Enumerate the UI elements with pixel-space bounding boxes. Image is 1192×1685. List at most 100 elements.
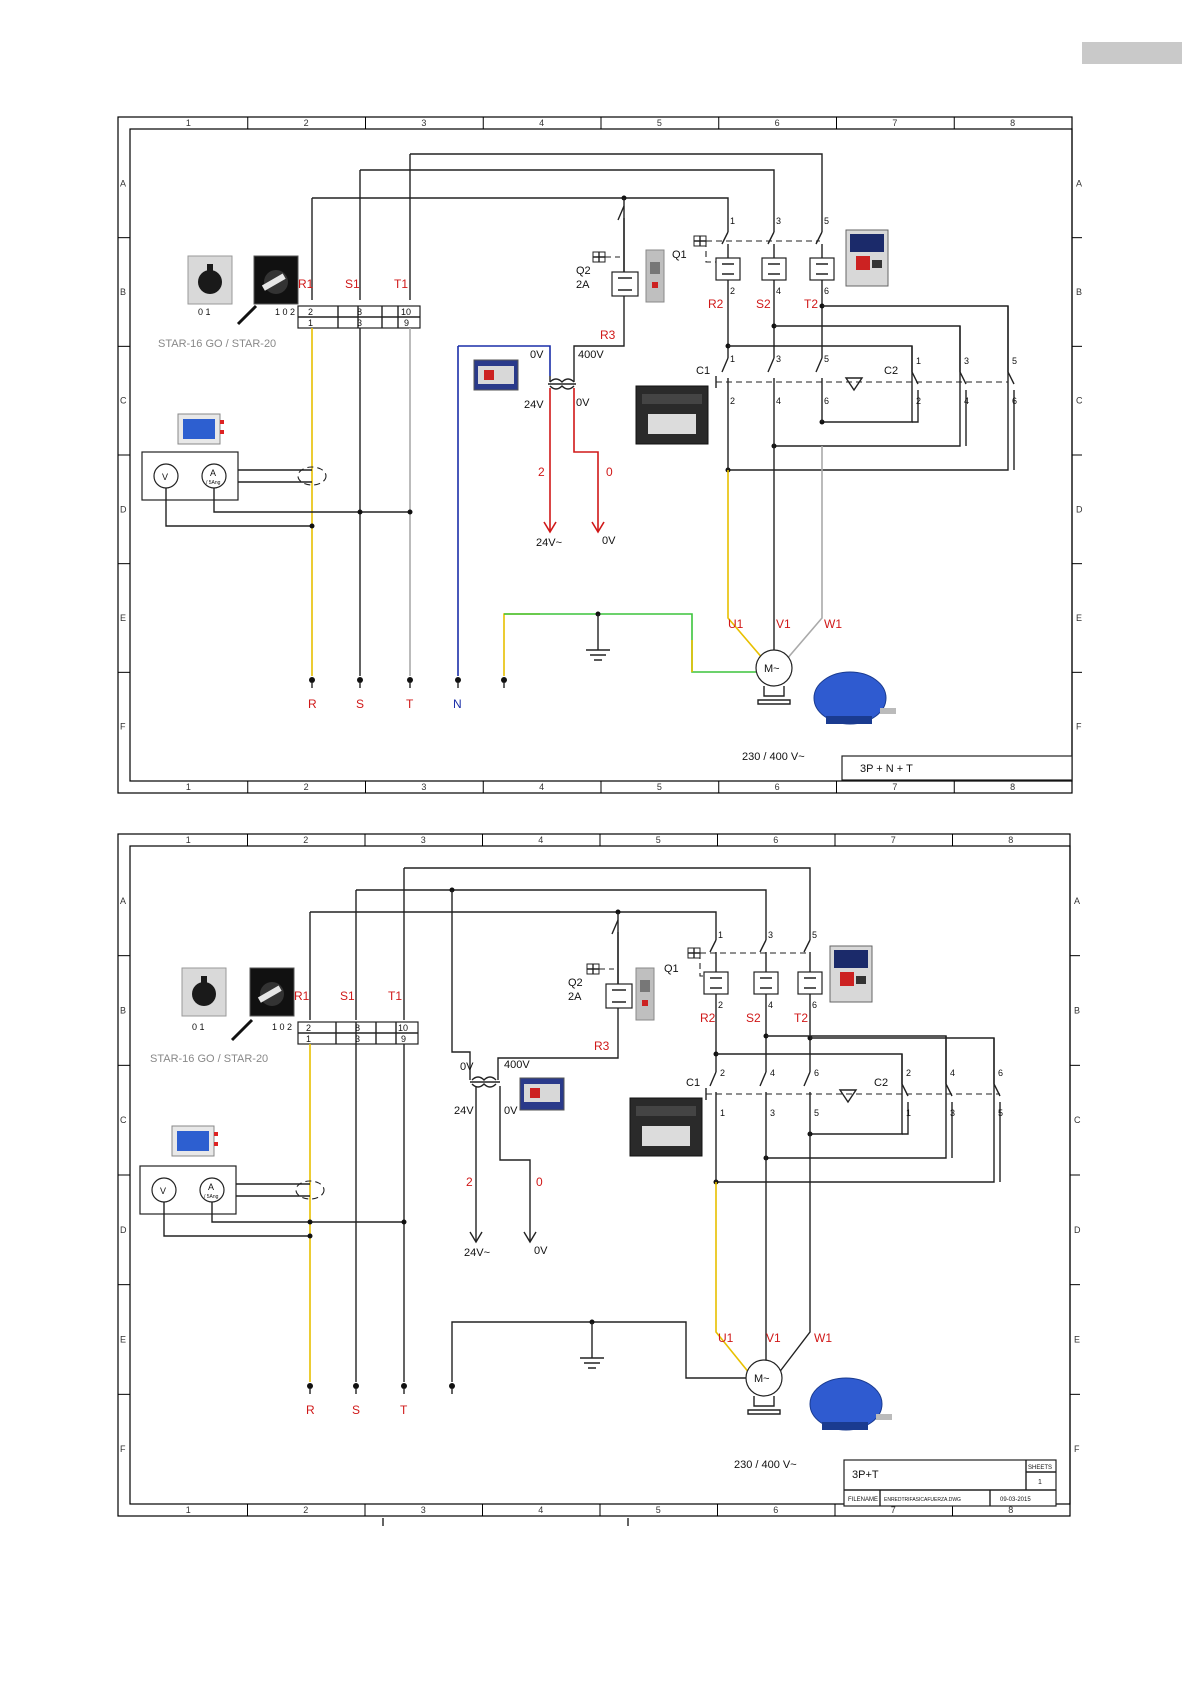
inner-frame: [129, 845, 1071, 1505]
voltage-label: 230 / 400 V~: [734, 1459, 797, 1471]
grid-row-label: F: [120, 722, 126, 732]
c2-label: C2: [884, 365, 898, 377]
grid-column-label: 6: [773, 835, 778, 845]
meter-volt: V: [160, 1186, 166, 1196]
motor-symbol: M~: [755, 649, 793, 705]
contactor-photo: [635, 385, 709, 445]
c2-bottom-5: 5: [998, 1108, 1003, 1118]
c2-top-1: 1: [916, 356, 921, 366]
q1-breaker-symbol: [693, 231, 835, 281]
q1-bottom-6: 6: [824, 286, 829, 296]
supply-terminals: [307, 1383, 455, 1394]
terminal-2: 2: [308, 307, 313, 317]
motor-photo: [809, 1377, 892, 1431]
selector-term-t1: T1: [394, 277, 408, 291]
q1-bottom-4: 4: [776, 286, 781, 296]
selector-switch-photo-a: [187, 255, 233, 305]
grid-row-label: D: [120, 1225, 127, 1235]
transformer-symbol: [469, 1074, 500, 1088]
selector-term-s1: S1: [345, 277, 360, 291]
grid-column-label: 6: [775, 782, 780, 792]
motor-term-v1: V1: [776, 617, 791, 631]
q2-breaker-symbol: [592, 205, 639, 297]
q1-top-5: 5: [812, 930, 817, 940]
supply-label-r: R: [306, 1403, 315, 1417]
q1-out-s2: S2: [746, 1011, 761, 1025]
q1-breaker-symbol: [687, 939, 823, 995]
sheets-value: 1: [1038, 1479, 1042, 1486]
date-value: 09-03-2015: [1000, 1497, 1031, 1503]
title-block-label: 3P + N + T: [860, 763, 913, 775]
terminal-1: 1: [306, 1034, 311, 1044]
transformer-0v-primary: 0V: [530, 349, 544, 361]
motor-protector-photo: [829, 945, 873, 1003]
wire-0-label: 0: [606, 465, 613, 479]
grid-column-label: 1: [186, 835, 191, 845]
transformer-photo: [473, 359, 519, 391]
q2-label: Q2: [568, 977, 583, 989]
c1-bottom-3: 3: [770, 1108, 775, 1118]
filename-value: ENREDTRIFASICAFUERZA.DWG: [884, 1497, 961, 1503]
q1-top-3: 3: [768, 930, 773, 940]
q1-top-3: 3: [776, 216, 781, 226]
voltage-label: 230 / 400 V~: [742, 751, 805, 763]
title-block-label: 3P+T: [852, 1469, 879, 1481]
motor-term-w1: W1: [814, 1331, 832, 1345]
grid-column-label: 7: [891, 1505, 896, 1515]
selector-switch-photo-b: [249, 967, 295, 1017]
q1-bottom-4: 4: [768, 1000, 773, 1010]
terminal-10: 10: [398, 1023, 408, 1033]
grid-column-label: 5: [657, 118, 662, 128]
q1-bottom-2: 2: [718, 1000, 723, 1010]
grid-row-label: E: [120, 1335, 126, 1345]
grid-column-label: 3: [421, 782, 426, 792]
supply-label-r: R: [308, 697, 317, 711]
out-24v: 24V~: [536, 537, 562, 549]
motor-protector-photo: [845, 229, 889, 287]
c2-top-2: 2: [906, 1068, 911, 1078]
grid-column-label: 4: [539, 118, 544, 128]
selector-term-r1: R1: [298, 277, 314, 291]
transformer-0v-secondary: 0V: [504, 1105, 518, 1117]
c1-top-3: 3: [776, 354, 781, 364]
transformer-symbol: [548, 376, 576, 390]
c2-top-3: 3: [964, 356, 969, 366]
filename-label: FILENAME: [848, 1497, 878, 1503]
c1-top-4: 4: [770, 1068, 775, 1078]
terminal-9: 9: [404, 318, 409, 328]
switch-positions-b: 1 0 2: [275, 307, 295, 317]
supply-label-s: S: [356, 697, 364, 711]
grid-column-label: 2: [304, 118, 309, 128]
meter-volt: V: [162, 472, 168, 482]
outer-frame: [117, 833, 1071, 1517]
c1-label: C1: [696, 365, 710, 377]
grid-row-label: F: [1076, 722, 1082, 732]
title-block: [841, 755, 1073, 781]
grid-column-label: 1: [186, 118, 191, 128]
q2-breaker-symbol: [586, 919, 633, 1009]
grid-column-label: 7: [892, 782, 897, 792]
grid-column-label: 3: [421, 1505, 426, 1515]
grid-column-label: 4: [539, 782, 544, 792]
transformer-0v-secondary: 0V: [576, 397, 590, 409]
grid-column-label: 7: [892, 118, 897, 128]
grid-row-label: E: [120, 613, 126, 623]
q2-label: Q2: [576, 265, 591, 277]
c1-bottom-1: 1: [720, 1108, 725, 1118]
grid-column-label: 2: [304, 782, 309, 792]
c2-bottom-6: 6: [1012, 396, 1017, 406]
grid-column-label: 8: [1010, 118, 1015, 128]
motor-photo: [813, 671, 896, 725]
q1-top-1: 1: [730, 216, 735, 226]
c1-top-2: 2: [720, 1068, 725, 1078]
grid-row-label: B: [120, 287, 126, 297]
meter-amp-range: / 5Ang: [204, 1194, 219, 1200]
q1-out-t2: T2: [794, 1011, 808, 1025]
grid-column-label: 1: [186, 782, 191, 792]
grid-row-label: B: [1074, 1006, 1080, 1016]
selector-term-s1: S1: [340, 989, 355, 1003]
terminal-1: 1: [308, 318, 313, 328]
c1-top-6: 6: [814, 1068, 819, 1078]
grid-row-label: E: [1076, 613, 1082, 623]
grid-column-label: 5: [657, 782, 662, 792]
